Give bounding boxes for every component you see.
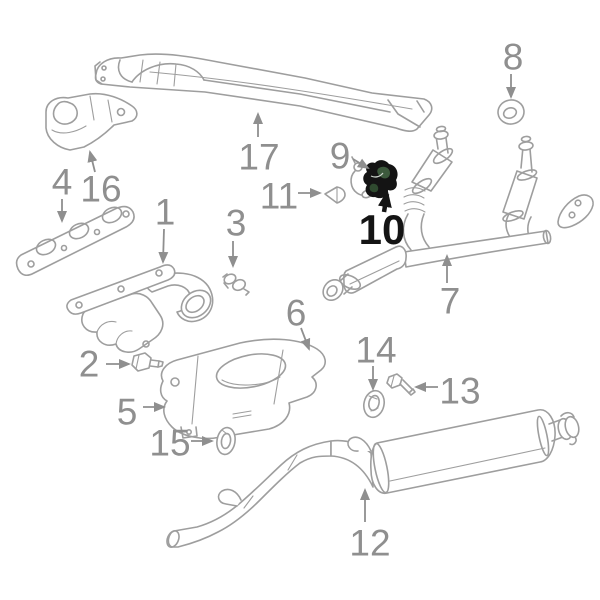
- part-number-label: 6: [286, 292, 307, 333]
- front-pipe-assembly: [322, 125, 594, 302]
- manifold-bolt: [131, 352, 164, 372]
- callout-front-pipe-assembly: 7: [440, 254, 461, 321]
- callout-flange-nut: 6: [286, 292, 311, 351]
- callout-heat-shield-upper: 16: [80, 150, 122, 209]
- callout-arrow: [377, 190, 392, 213]
- heat-shield-upper: [45, 92, 138, 151]
- plug: [324, 186, 346, 204]
- callout-crossmember: 17: [238, 112, 280, 177]
- part-number-label: 2: [79, 343, 100, 384]
- callout-hanger-bolt: 13: [414, 370, 481, 411]
- callout-insulator-grommet-front: 15: [149, 422, 214, 463]
- part-number-label: 16: [80, 168, 121, 209]
- manifold-gasket: [15, 205, 135, 277]
- callout-sealing-ring: 8: [503, 36, 524, 99]
- part-number-label: 12: [349, 522, 390, 563]
- part-number-label: 4: [52, 161, 73, 202]
- hanger-bolt: [386, 373, 416, 396]
- callout-exhaust-manifold: 1: [155, 191, 176, 264]
- muffler-tailpipe-assembly: [166, 409, 580, 548]
- callout-insulator-grommet-rear: 14: [355, 329, 397, 391]
- callout-arrow: [158, 228, 169, 264]
- part-number-label: 10: [359, 206, 406, 253]
- part-number-label: 14: [355, 329, 396, 370]
- part-number-label: 11: [260, 175, 298, 216]
- part-number-label: 17: [238, 136, 279, 177]
- part-number-label: 8: [503, 36, 524, 77]
- part-number-label: 3: [226, 202, 247, 243]
- crossmember: [94, 53, 433, 133]
- callout-exhaust-insulator: 10: [359, 190, 406, 253]
- part-number-label: 9: [330, 135, 351, 176]
- part-number-label: 13: [439, 370, 480, 411]
- callout-muffler-tailpipe-assembly: 12: [349, 488, 391, 563]
- insulator-grommet-rear: [362, 389, 386, 419]
- sealing-ring: [497, 99, 525, 125]
- part-number-label: 7: [440, 280, 461, 321]
- heat-shield-lower: [159, 338, 326, 440]
- exhaust-insulator-highlighted: [363, 160, 398, 199]
- part-number-label: 5: [117, 391, 138, 432]
- stud-fastener: [222, 273, 250, 296]
- callout-manifold-gasket: 4: [52, 161, 73, 223]
- callout-arrow: [87, 150, 98, 173]
- callout-arrow: [300, 327, 311, 351]
- part-number-label: 1: [155, 191, 176, 232]
- callout-manifold-bolt: 2: [79, 343, 131, 384]
- callout-stud-fastener: 3: [226, 202, 247, 268]
- callout-heat-shield-lower: 5: [117, 391, 166, 432]
- callout-plug: 11: [260, 175, 322, 216]
- callout-arrow: [352, 158, 370, 170]
- part-number-label: 15: [149, 422, 190, 463]
- insulator-grommet-front: [216, 426, 236, 456]
- callout-pipe-clamp: 9: [330, 135, 370, 176]
- exhaust-manifold: [66, 264, 214, 353]
